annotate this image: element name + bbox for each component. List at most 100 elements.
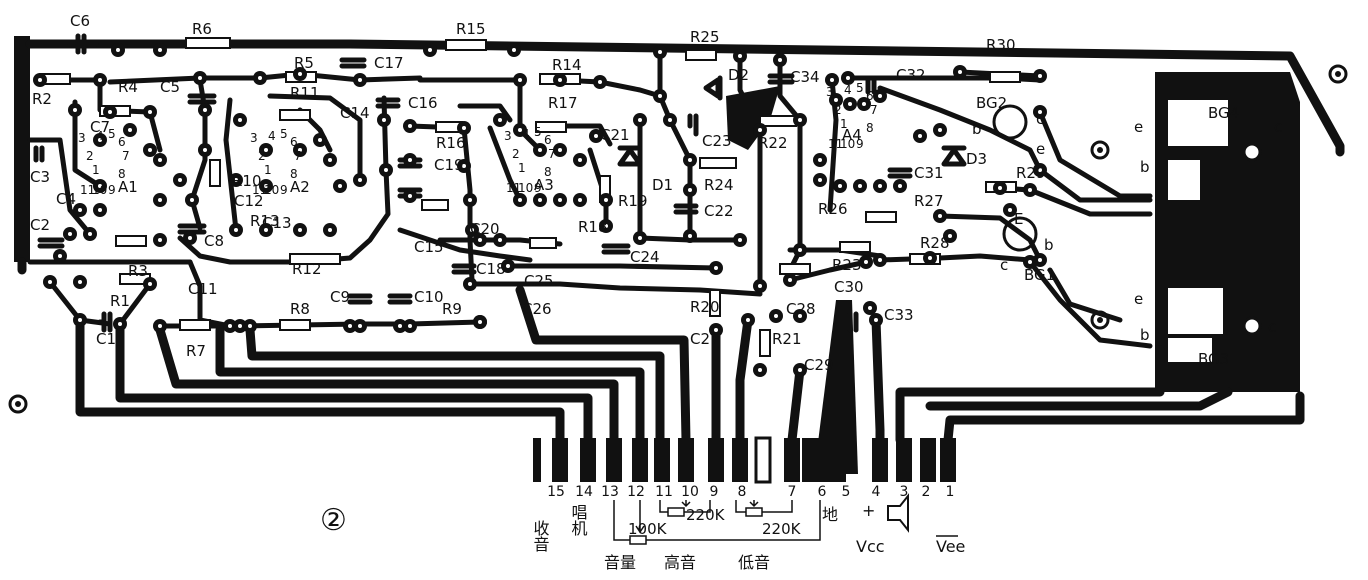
pad-hole-46 bbox=[328, 158, 332, 162]
pad-hole-56 bbox=[408, 158, 412, 162]
pad-hole-137 bbox=[874, 318, 878, 322]
ic-3-pin-1: 1 bbox=[518, 161, 526, 175]
ic-2-pin-1: 1 bbox=[264, 163, 272, 177]
label-r21: R21 bbox=[772, 330, 802, 348]
label-d1: D1 bbox=[652, 176, 673, 194]
label-c34: C34 bbox=[790, 68, 820, 86]
label-r28: R28 bbox=[920, 234, 950, 252]
label-c27: C27 bbox=[690, 330, 720, 348]
ic-2-pin-8: 8 bbox=[290, 167, 298, 181]
pad-hole-123 bbox=[248, 324, 252, 328]
label-c11: C11 bbox=[188, 280, 218, 298]
pad-hole-121 bbox=[228, 324, 232, 328]
label-r27: R27 bbox=[914, 192, 944, 210]
label-r2: R2 bbox=[32, 90, 52, 108]
connector-finger-11 bbox=[654, 438, 670, 482]
label-c25: C25 bbox=[524, 272, 554, 290]
pad-hole-40 bbox=[238, 118, 242, 122]
pad-hole-7 bbox=[258, 76, 262, 80]
label-d3: D3 bbox=[966, 150, 987, 168]
label-c13: C13 bbox=[262, 214, 292, 232]
capacitor-bodies bbox=[33, 33, 913, 333]
label-r14: R14 bbox=[552, 56, 582, 74]
label-r24: R24 bbox=[704, 176, 734, 194]
pad-hole-36 bbox=[188, 236, 192, 240]
label-c2: C2 bbox=[30, 216, 50, 234]
label-c5: C5 bbox=[160, 78, 180, 96]
connector-pin-3: 3 bbox=[900, 484, 909, 500]
volume-value: 100K bbox=[628, 520, 668, 538]
label-ground: 地 bbox=[822, 505, 838, 524]
terminal-5: c bbox=[1268, 318, 1276, 336]
ic-1-pin-8: 8 bbox=[118, 167, 126, 181]
pad-hole-116 bbox=[78, 280, 82, 284]
terminal-11: c bbox=[1000, 256, 1008, 274]
pad-hole-3 bbox=[158, 48, 162, 52]
connector-finger-4 bbox=[872, 438, 888, 482]
pad-hole-28 bbox=[158, 198, 162, 202]
pad-hole-78 bbox=[638, 118, 642, 122]
pad-hole-73 bbox=[538, 198, 542, 202]
label-r13: R13 bbox=[250, 212, 280, 230]
ic-1-pin-4: 4 bbox=[96, 129, 104, 143]
pad-hole-33 bbox=[68, 232, 72, 236]
ic-3-pin-9: 9 bbox=[534, 181, 542, 195]
pad-hole-95 bbox=[818, 158, 822, 162]
pad-hole-127 bbox=[408, 324, 412, 328]
label-a2: A2 bbox=[290, 178, 310, 196]
label-bg4: BG4 bbox=[1208, 104, 1239, 122]
pad-hole-8 bbox=[298, 72, 302, 76]
pad-hole-21 bbox=[1038, 74, 1042, 78]
pad-hole-104 bbox=[948, 234, 952, 238]
label-c21: C21 bbox=[600, 126, 630, 144]
terminal-7: c bbox=[1036, 110, 1044, 128]
pad-hole-115 bbox=[48, 280, 52, 284]
pad-hole-124 bbox=[348, 324, 352, 328]
pad-hole-92 bbox=[848, 102, 852, 106]
connector-finger-left-end bbox=[533, 438, 541, 482]
ic-3-pin-2: 2 bbox=[512, 147, 520, 161]
label-c28: C28 bbox=[786, 300, 816, 318]
label-r9: R9 bbox=[442, 300, 462, 318]
pad-hole-14 bbox=[598, 80, 602, 84]
pad-hole-126 bbox=[398, 324, 402, 328]
connector-pin-13: 13 bbox=[601, 484, 619, 500]
label-r5: R5 bbox=[294, 54, 314, 72]
pad-hole-11 bbox=[512, 48, 516, 52]
pad-hole-25 bbox=[128, 128, 132, 132]
ic-4-pin-5: 5 bbox=[856, 81, 864, 95]
label-c1: C1 bbox=[96, 330, 116, 348]
pad-hole-130 bbox=[714, 266, 718, 270]
label-radio: 收音 bbox=[531, 520, 550, 552]
ic-2-pin-4: 4 bbox=[268, 129, 276, 143]
connector-pin-7: 7 bbox=[788, 484, 797, 500]
pad-hole-120 bbox=[158, 324, 162, 328]
label-c20: C20 bbox=[470, 220, 500, 238]
pad-hole-0 bbox=[38, 78, 42, 82]
connector-pin-10: 10 bbox=[681, 484, 699, 500]
pad-hole-114 bbox=[1008, 208, 1012, 212]
pad-hole-90 bbox=[788, 278, 792, 282]
connector-labels: 收音 唱机 地 + Vcc Vee bbox=[531, 493, 965, 556]
label-c3: C3 bbox=[30, 168, 50, 186]
pad-hole-31 bbox=[78, 208, 82, 212]
connector-pin-14: 14 bbox=[575, 484, 593, 500]
ic-2-pin-11: 11 bbox=[252, 183, 267, 197]
label-bg2: BG2 bbox=[976, 94, 1007, 112]
ic-1-pin-7: 7 bbox=[122, 149, 130, 163]
label-c19: C19 bbox=[434, 156, 464, 174]
ic-4-pin-4: 4 bbox=[844, 83, 852, 97]
pad-hole-96 bbox=[818, 178, 822, 182]
pad-hole-1 bbox=[98, 78, 102, 82]
pad-hole-66 bbox=[538, 148, 542, 152]
pad-hole-38 bbox=[203, 108, 207, 112]
terminal-10: b bbox=[1044, 236, 1054, 254]
pad-hole-133 bbox=[758, 368, 762, 372]
label-c4: C4 bbox=[56, 190, 76, 208]
label-r30: R30 bbox=[986, 36, 1016, 54]
pad-hole-13 bbox=[558, 78, 562, 82]
pad-hole-47 bbox=[338, 184, 342, 188]
pad-hole-35 bbox=[58, 254, 62, 258]
pad-hole-29 bbox=[178, 178, 182, 182]
